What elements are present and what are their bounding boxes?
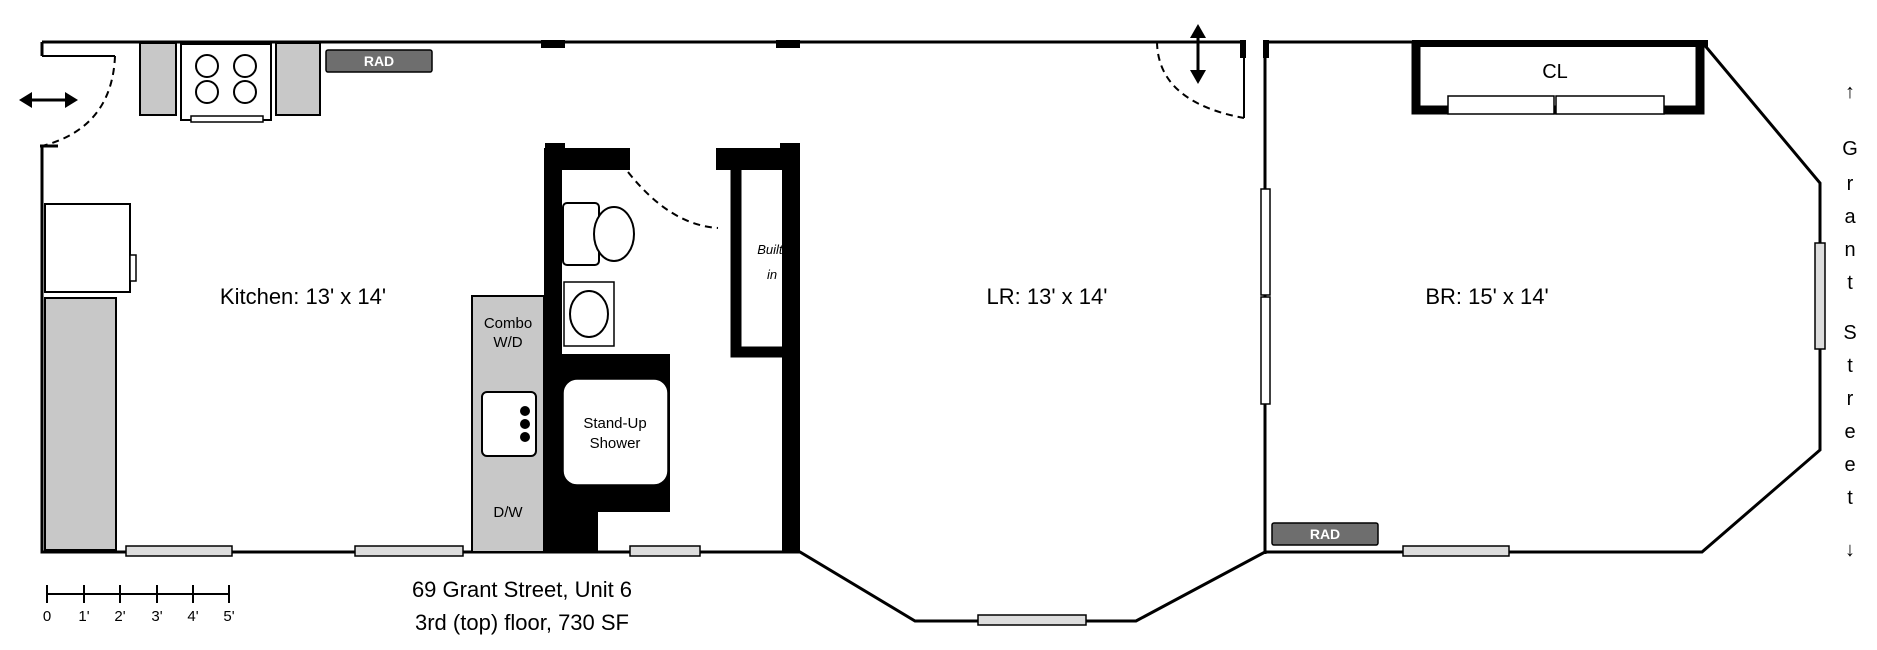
builtin-label: Built- [757, 242, 787, 257]
shower-label: Stand-Up [583, 415, 646, 432]
wall-stub [541, 40, 565, 48]
closet: CL [1411, 40, 1708, 115]
window [125, 545, 233, 557]
street-label-char: G [1842, 138, 1858, 160]
address-line-2: 3rd (top) floor, 730 SF [415, 610, 629, 635]
scale-bar: 0 1' 2' 3' 4' 5' [43, 585, 235, 625]
window [1402, 545, 1510, 557]
scale-tick-label: 0 [43, 608, 51, 625]
bedroom-door [1156, 41, 1245, 119]
entry-door [40, 55, 116, 148]
room-label-kitchen: Kitchen: 13' x 14' [220, 284, 386, 309]
scale-tick-label: 4' [187, 608, 198, 625]
combo-wd-label: Combo [484, 315, 532, 332]
builtin-label: in [767, 267, 777, 282]
dishwasher-label: D/W [493, 504, 523, 521]
radiator-label: RAD [1310, 526, 1340, 542]
refrigerator [44, 203, 137, 293]
street-label-char: e [1844, 421, 1855, 443]
wall-stub [776, 40, 800, 48]
window [1814, 242, 1826, 350]
street-label-char: ↓ [1845, 539, 1855, 561]
wall-stub [1263, 40, 1269, 58]
window [977, 614, 1087, 626]
radiator-label: RAD [364, 53, 394, 69]
combo-wd-label: W/D [493, 334, 522, 351]
scale-tick-label: 3' [151, 608, 162, 625]
room-label-bedroom: BR: 15' x 14' [1425, 284, 1548, 309]
counter [44, 297, 117, 551]
outer-walls [40, 40, 1822, 623]
counter [275, 42, 321, 116]
builtin-partition [730, 168, 782, 358]
room-label-living-room: LR: 13' x 14' [987, 284, 1108, 309]
bathroom-sink [563, 281, 615, 347]
window [629, 545, 701, 557]
counter [139, 42, 177, 116]
street-label-char: S [1843, 322, 1856, 344]
radiator-kitchen: RAD [325, 49, 433, 73]
double-arrow-icon [19, 92, 78, 108]
window [1260, 188, 1271, 296]
address-line-1: 69 Grant Street, Unit 6 [412, 577, 632, 602]
scale-tick-label: 1' [78, 608, 89, 625]
street-label-char: a [1844, 206, 1856, 228]
street-label-char: t [1847, 272, 1853, 294]
street-label-char: t [1847, 355, 1853, 377]
bathroom-door [627, 171, 719, 229]
closet-label: CL [1542, 61, 1568, 83]
shower-label: Shower [590, 435, 641, 452]
window [1260, 296, 1271, 405]
street-label-char: r [1847, 173, 1854, 195]
scale-tick-label: 5' [223, 608, 234, 625]
street-label-char: n [1844, 239, 1855, 261]
stand-up-shower: Stand-Up Shower [562, 370, 669, 496]
street-label-char: ↑ [1845, 81, 1855, 103]
toilet [562, 202, 635, 266]
radiator-bedroom: RAD [1271, 522, 1379, 546]
kitchen-sink [481, 391, 537, 457]
stove [180, 43, 272, 123]
street-label-char: r [1847, 388, 1854, 410]
scale-tick-label: 2' [114, 608, 125, 625]
street-label: ↑ G r a n t S t r e e t ↓ [1842, 81, 1858, 561]
window [354, 545, 464, 557]
vertical-arrow-icon [1190, 24, 1206, 84]
street-label-char: e [1844, 454, 1855, 476]
street-label-char: t [1847, 487, 1853, 509]
